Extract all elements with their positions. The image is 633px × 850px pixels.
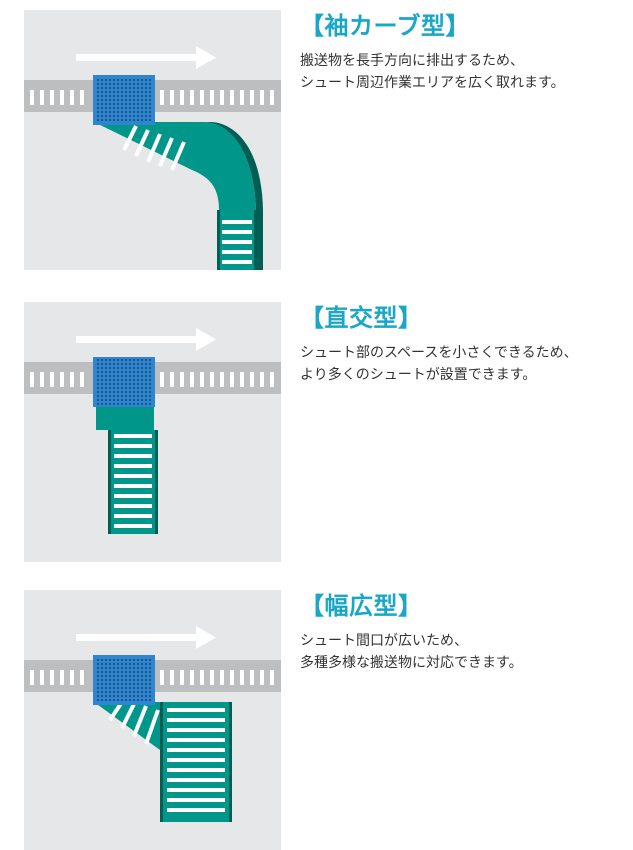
curve-chute-text: 【袖カーブ型】 搬送物を長手方向に排出するため、 シュート周辺作業エリアを広く取… [300,10,633,94]
curve-chute-diagram [24,10,281,270]
sorter-unit [93,357,155,407]
sorter-unit [93,75,155,125]
sorter-unit [93,655,155,705]
wide-chute-title: 【幅広型】 [300,592,423,620]
description-line: シュート間口が広いため、 [300,633,468,649]
flow-direction-arrow-icon [76,626,216,649]
description-line: シュート部のスペースを小さくできるため、 [300,345,578,361]
description-line: シュート周辺作業エリアを広く取れます。 [300,75,565,91]
curve-chute-description: 搬送物を長手方向に排出するため、 シュート周辺作業エリアを広く取れます。 [300,50,633,94]
orthogonal-chute-description: シュート部のスペースを小さくできるため、 より多くのシュートが設置できます。 [300,342,633,386]
description-line: より多くのシュートが設置できます。 [300,367,537,383]
orthogonal-chute-title: 【直交型】 [300,304,423,332]
flow-direction-arrow-icon [76,328,216,351]
curve-chute-title: 【袖カーブ型】 [300,12,471,40]
orthogonal-chute-text: 【直交型】 シュート部のスペースを小さくできるため、 より多くのシュートが設置で… [300,302,633,386]
chute-type-curve: 【袖カーブ型】 搬送物を長手方向に排出するため、 シュート周辺作業エリアを広く取… [0,10,633,270]
orthogonal-chute-diagram [24,302,281,562]
chute-type-wide: 【幅広型】 シュート間口が広いため、 多種多様な搬送物に対応できます。 [0,590,633,850]
curved-chute [94,122,263,270]
wide-chute-text: 【幅広型】 シュート間口が広いため、 多種多様な搬送物に対応できます。 [300,590,633,674]
chute-type-orthogonal: 【直交型】 シュート部のスペースを小さくできるため、 より多くのシュートが設置で… [0,302,633,562]
wide-chute-description: シュート間口が広いため、 多種多様な搬送物に対応できます。 [300,630,633,674]
wide-chute-illustration [24,590,281,850]
description-line: 多種多様な搬送物に対応できます。 [300,655,523,671]
orthogonal-chute-illustration [24,302,281,562]
description-line: 搬送物を長手方向に排出するため、 [300,53,524,69]
curve-chute-illustration [24,10,281,270]
wide-chute [94,700,232,822]
flow-direction-arrow-icon [76,46,216,69]
wide-chute-diagram [24,590,281,850]
